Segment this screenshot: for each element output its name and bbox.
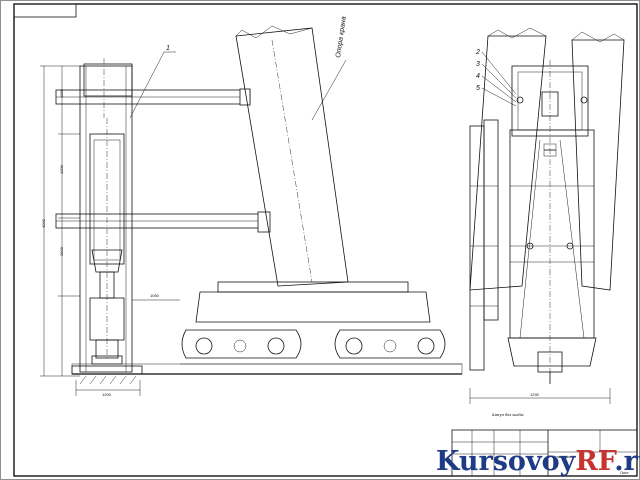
dim-base: 1200 xyxy=(102,392,112,397)
title-name-strip: Установка xyxy=(552,454,572,459)
dim-mid-offset: 1050 xyxy=(150,293,160,298)
leader-label-1: 1 xyxy=(166,45,170,52)
dim-right-base: 1290 xyxy=(530,392,540,397)
dim-left-1: 1850 xyxy=(59,88,64,98)
crane-support: Опора крана xyxy=(71,16,463,385)
sheet-note: Лист xyxy=(620,470,629,475)
watermark-text-right: .ru xyxy=(614,446,640,477)
left-view: 1850 1200 2800 4000 1050 xyxy=(40,45,271,397)
leader-label-5: 5 xyxy=(476,85,480,92)
leader-label-3: 3 xyxy=(476,61,480,68)
watermark-text-accent: RF xyxy=(575,446,616,477)
svg-text:KursovoyRF.ru: KursovoyRF.ru xyxy=(436,446,640,477)
watermark-text-left: Kursovoy xyxy=(436,446,577,477)
title-block: Установка Лист xyxy=(451,429,638,477)
dim-left-4: 4000 xyxy=(41,218,46,228)
crane-support-label: Опора крана xyxy=(335,16,348,58)
inner-frame xyxy=(13,3,638,477)
dim-left-3: 2800 xyxy=(59,246,64,256)
top-left-stamp xyxy=(13,3,77,18)
leader-label-2: 2 xyxy=(475,49,480,56)
leader-label-4: 4 xyxy=(476,73,480,80)
right-view: 1290 2 3 4 5 Шатун без скобы xyxy=(469,27,625,417)
right-view-note: Шатун без скобы xyxy=(492,412,524,417)
dim-left-2: 1200 xyxy=(59,164,64,174)
watermark-logo: KursovoyRF.ru xyxy=(436,446,640,477)
